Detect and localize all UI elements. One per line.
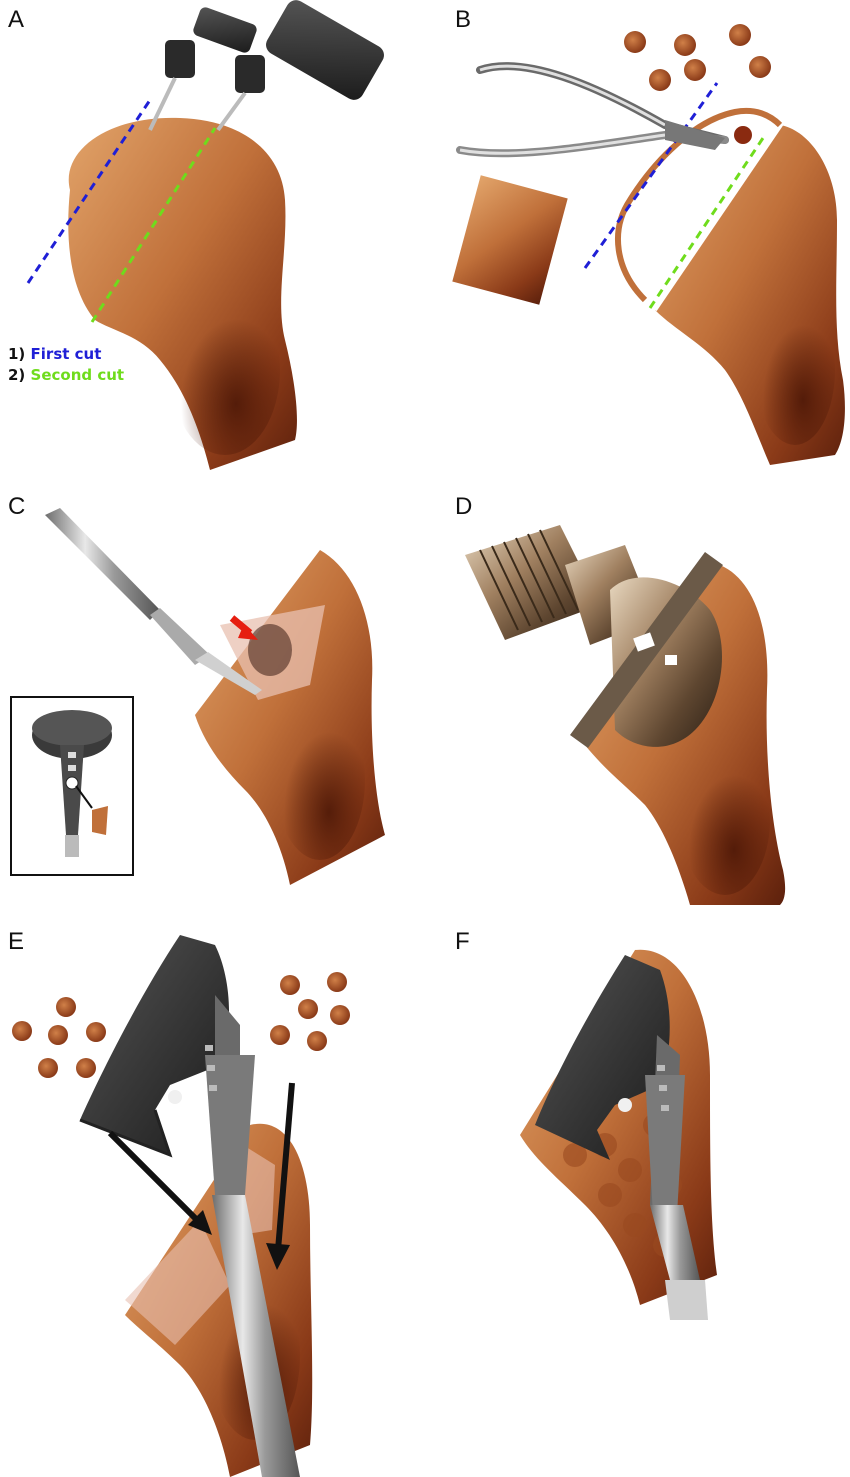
panel-f-illustration <box>425 925 850 1477</box>
first-cut-line <box>585 83 717 268</box>
legend-first-cut: 1) First cut <box>8 344 124 365</box>
reamer-icon <box>465 525 723 748</box>
panel-e: E <box>0 925 425 1395</box>
rongeur-icon <box>460 66 725 153</box>
osteotome-icon <box>45 508 262 695</box>
panel-c: C <box>0 490 425 960</box>
panel-f: F <box>425 925 850 1395</box>
implant-inset <box>11 697 133 875</box>
cut-legend: 1) First cut 2) Second cut <box>8 344 124 386</box>
panel-a: A 1) First cut 2) Second cut <box>0 0 425 470</box>
panel-e-illustration <box>0 925 425 1477</box>
panel-a-illustration <box>0 0 425 470</box>
panel-b: B <box>425 0 850 470</box>
bone-saw-icon <box>150 0 388 130</box>
bone-chips-cluster-right <box>270 972 350 1051</box>
panel-b-illustration <box>425 0 850 470</box>
panel-d: D <box>425 490 850 960</box>
panel-d-illustration <box>425 490 850 910</box>
bone-chips-cluster-left <box>12 997 106 1078</box>
panel-c-illustration <box>0 490 425 910</box>
legend-second-cut: 2) Second cut <box>8 365 124 386</box>
bone-block <box>452 175 567 305</box>
